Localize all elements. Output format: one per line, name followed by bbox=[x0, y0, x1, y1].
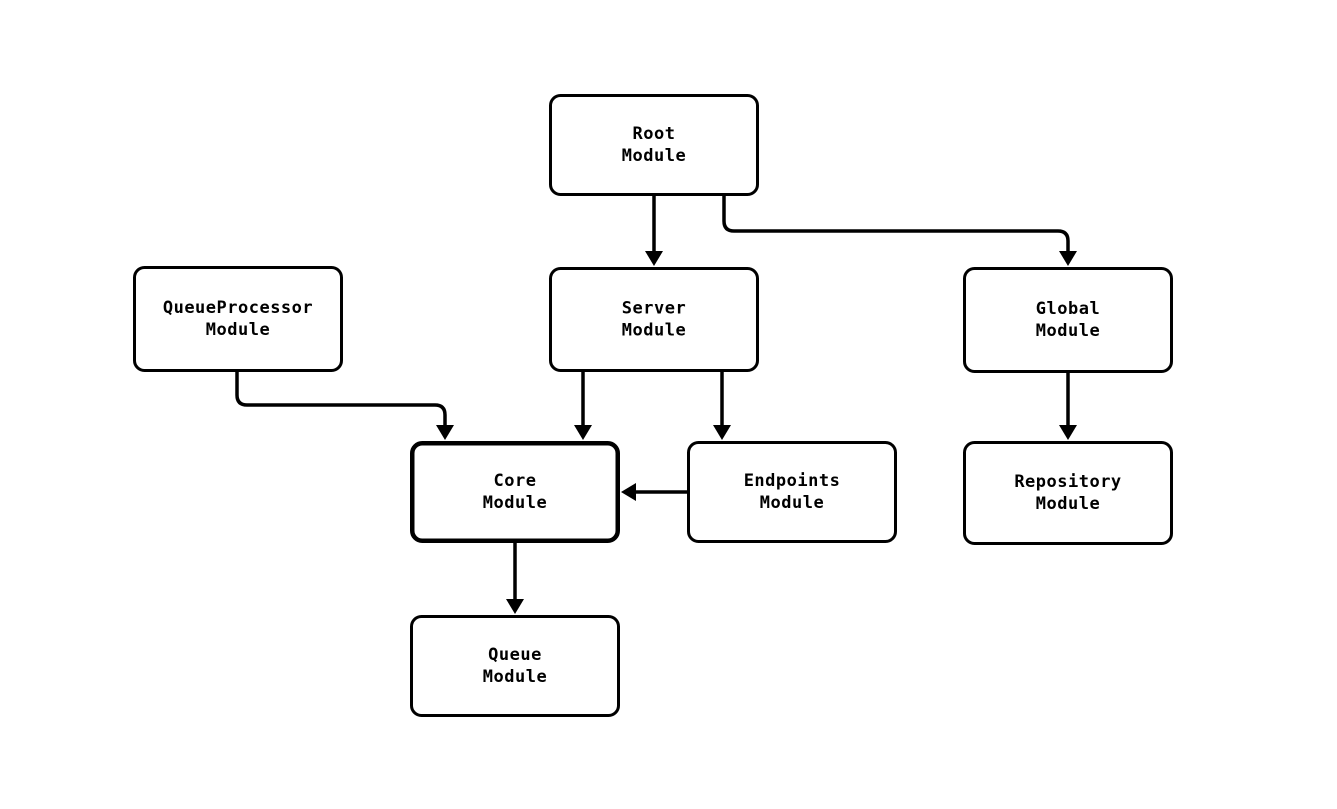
core-module-node-box[interactable] bbox=[410, 441, 620, 543]
edge-server-to-endpoints bbox=[713, 372, 731, 440]
edge-endpoints-to-core bbox=[621, 483, 687, 501]
global-module-node-label-line1: Global bbox=[1036, 299, 1100, 319]
edge-global-to-repository bbox=[1059, 373, 1077, 440]
edge-core-to-queue bbox=[506, 543, 524, 614]
repository-module-node-box[interactable] bbox=[963, 441, 1173, 545]
edge-root-to-global bbox=[722, 196, 1077, 266]
queue-module-node-box[interactable] bbox=[410, 615, 620, 717]
root-module-node-label-line1: Root bbox=[633, 124, 676, 144]
root-module-node-label-line2: Module bbox=[622, 146, 686, 166]
queueprocessor-module-node-label-line1: QueueProcessor bbox=[163, 298, 313, 318]
nodes-layer: RootModuleQueueProcessorModuleServerModu… bbox=[133, 94, 1173, 717]
edge-root-to-global-line bbox=[722, 196, 1070, 255]
root-module-node-box[interactable] bbox=[549, 94, 759, 196]
edge-root-to-server bbox=[645, 196, 663, 266]
edge-queueprocessor-to-core-line bbox=[235, 372, 447, 429]
edge-server-to-core-arrowhead-icon bbox=[574, 425, 592, 440]
server-module-node-box[interactable] bbox=[549, 267, 759, 372]
edge-root-to-global-arrowhead-icon bbox=[1059, 251, 1077, 266]
core-module-node-label-line2: Module bbox=[483, 493, 547, 513]
core-module-node-label-line1: Core bbox=[494, 471, 537, 491]
server-module-node-label-line2: Module bbox=[622, 321, 686, 341]
edge-server-to-endpoints-arrowhead-icon bbox=[713, 425, 731, 440]
repository-module-node-label-line2: Module bbox=[1036, 494, 1100, 514]
server-module-node-label-line1: Server bbox=[622, 299, 686, 319]
global-module-node-box[interactable] bbox=[963, 267, 1173, 373]
edge-global-to-repository-arrowhead-icon bbox=[1059, 425, 1077, 440]
queueprocessor-module-node-box[interactable] bbox=[133, 266, 343, 372]
endpoints-module-node-label-line1: Endpoints bbox=[744, 471, 841, 491]
queueprocessor-module-node-label-line2: Module bbox=[206, 320, 270, 340]
global-module-node-label-line2: Module bbox=[1036, 321, 1100, 341]
edge-core-to-queue-arrowhead-icon bbox=[506, 599, 524, 614]
endpoints-module-node-label-line2: Module bbox=[760, 493, 824, 513]
edge-server-to-core bbox=[574, 372, 592, 440]
edge-root-to-server-arrowhead-icon bbox=[645, 251, 663, 266]
queue-module-node-label-line1: Queue bbox=[488, 645, 542, 665]
repository-module-node-label-line1: Repository bbox=[1014, 472, 1121, 492]
edges-layer bbox=[235, 196, 1077, 614]
edge-endpoints-to-core-arrowhead-icon bbox=[621, 483, 636, 501]
endpoints-module-node-box[interactable] bbox=[687, 441, 897, 543]
edge-queueprocessor-to-core-arrowhead-icon bbox=[436, 425, 454, 440]
edge-queueprocessor-to-core bbox=[235, 372, 454, 440]
queue-module-node-label-line2: Module bbox=[483, 667, 547, 687]
